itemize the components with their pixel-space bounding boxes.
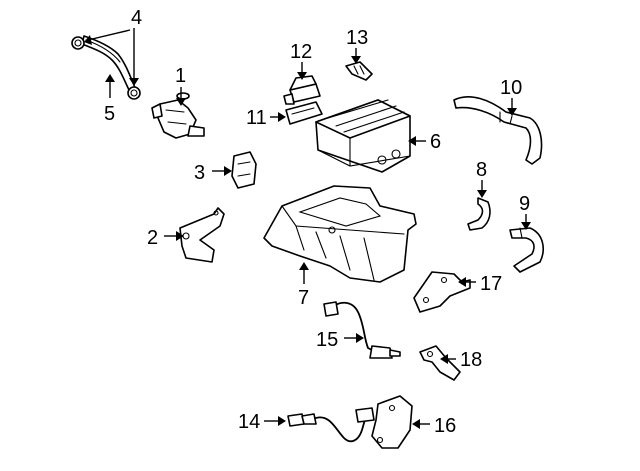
callout-6: 6 xyxy=(430,131,441,153)
callout-1: 1 xyxy=(175,65,186,87)
callout-4: 4 xyxy=(131,7,142,29)
callout-2: 2 xyxy=(147,227,158,249)
bracket-17-drawing xyxy=(413,271,471,313)
leader-9 xyxy=(521,214,531,230)
leader-7 xyxy=(299,262,309,284)
leader-11 xyxy=(270,112,286,122)
leader-15 xyxy=(344,333,364,343)
callout-13: 13 xyxy=(346,27,368,49)
leader-6 xyxy=(408,136,426,146)
leader-4 xyxy=(84,28,139,86)
fitting-13-drawing xyxy=(345,61,373,81)
leader-12 xyxy=(297,62,307,80)
callout-5: 5 xyxy=(104,103,115,125)
leader-17 xyxy=(458,277,476,287)
leader-14 xyxy=(264,416,286,426)
leader-16 xyxy=(412,419,430,429)
sensor-12-drawing xyxy=(283,75,321,105)
canister-6-drawing xyxy=(315,99,411,173)
callout-14: 14 xyxy=(238,411,260,433)
shield-16-drawing xyxy=(371,395,413,449)
leader-5 xyxy=(105,74,115,98)
callout-3: 3 xyxy=(194,162,205,184)
callout-8: 8 xyxy=(476,159,487,181)
leader-3 xyxy=(212,166,232,176)
shield-7-drawing xyxy=(263,185,417,283)
leader-1 xyxy=(176,87,186,106)
leader-10 xyxy=(507,98,517,116)
callout-7: 7 xyxy=(298,287,309,309)
leader-2 xyxy=(164,231,184,241)
callout-12: 12 xyxy=(290,41,312,63)
leader-8 xyxy=(477,180,487,198)
callout-11: 11 xyxy=(246,107,267,129)
leader-13 xyxy=(351,48,361,64)
hose-10-drawing xyxy=(453,96,543,165)
seal-11-drawing xyxy=(285,101,323,125)
bracket-18-drawing xyxy=(419,345,461,381)
hose-8-drawing xyxy=(467,197,491,231)
sensor-14-drawing xyxy=(287,407,375,443)
mount-3-drawing xyxy=(231,151,257,189)
callout-10: 10 xyxy=(500,77,522,99)
callout-15: 15 xyxy=(316,329,338,351)
callout-17: 17 xyxy=(480,273,502,295)
callout-18: 18 xyxy=(460,349,482,371)
clamp-4-lower xyxy=(127,86,141,100)
callout-16: 16 xyxy=(434,415,456,437)
hose-5-drawing xyxy=(81,35,137,93)
sensor-15-drawing xyxy=(323,301,401,359)
clamp-4-upper xyxy=(71,36,85,50)
hose-9-drawing xyxy=(509,227,544,273)
bracket-2-drawing xyxy=(179,207,225,263)
leader-18 xyxy=(440,354,456,364)
callout-9: 9 xyxy=(519,193,530,215)
